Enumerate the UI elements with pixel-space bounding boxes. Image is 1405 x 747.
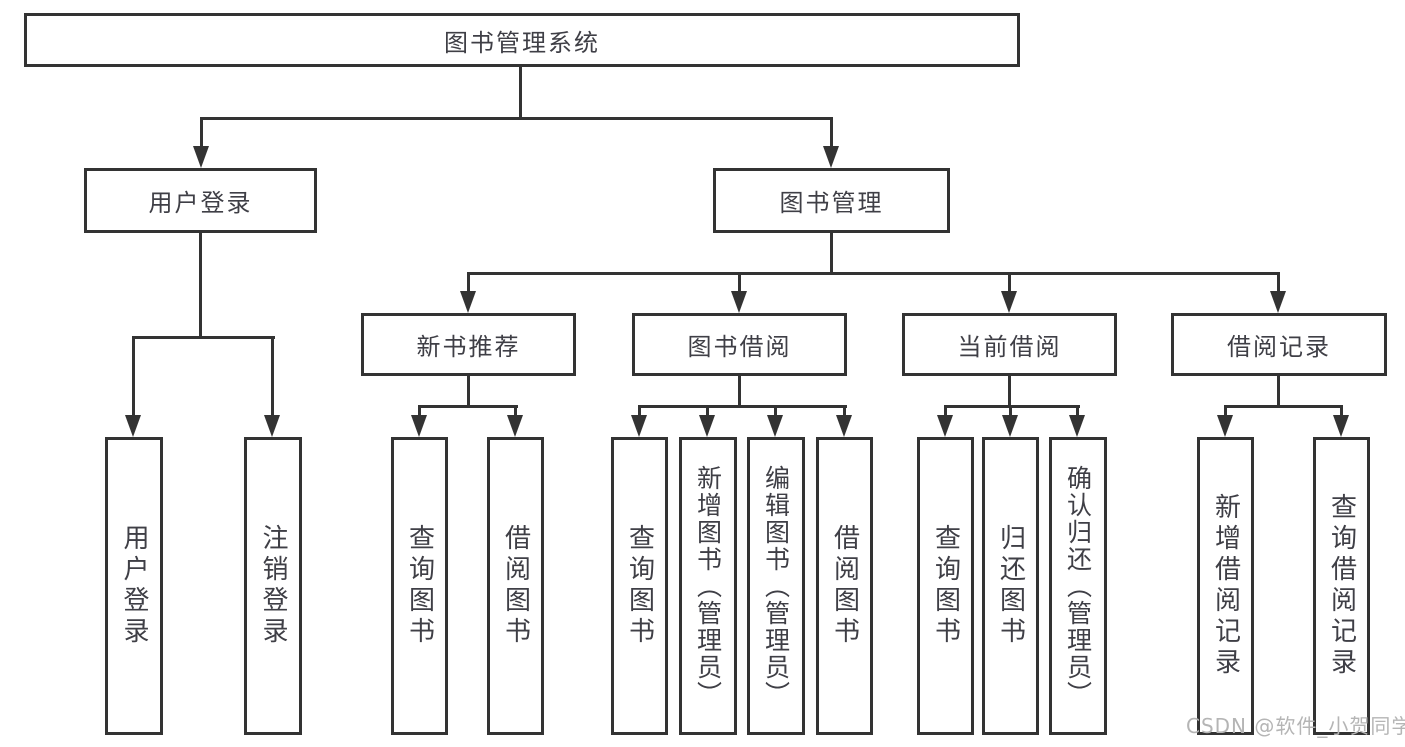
leaf-label: 查询图书 <box>624 524 655 648</box>
arrowhead-down-icon <box>193 146 209 168</box>
leaf-label: 归还图书 <box>995 524 1026 648</box>
node-user-login: 用户登录 <box>84 168 317 233</box>
connector-line <box>738 272 741 294</box>
arrowhead-down-icon <box>823 146 839 168</box>
arrowhead-down-icon <box>731 291 747 313</box>
node-label: 新书推荐 <box>416 333 521 361</box>
arrowhead-down-icon <box>937 415 953 437</box>
csdn-watermark: CSDN @软件_小贺同学 <box>1186 714 1405 738</box>
leaf-label: 查询图书 <box>930 524 961 648</box>
leaf-query-books-borrow: 查询图书 <box>611 437 668 735</box>
connector-line <box>944 405 1080 408</box>
connector-line <box>774 405 777 421</box>
arrowhead-down-icon <box>1270 291 1286 313</box>
node-label: 图书借阅 <box>687 333 792 361</box>
leaf-label: 新增借阅记录 <box>1210 493 1241 679</box>
leaf-borrow-books: 借阅图书 <box>816 437 873 735</box>
node-borrowing-records: 借阅记录 <box>1171 313 1387 376</box>
node-label: 用户登录 <box>148 189 253 217</box>
connector-line <box>200 117 203 153</box>
node-label: 借阅记录 <box>1227 333 1331 361</box>
node-label: 图书管理 <box>779 189 884 217</box>
connector-line <box>738 376 741 408</box>
connector-line <box>830 233 833 275</box>
connector-line <box>132 336 275 339</box>
leaf-logout: 注销登录 <box>244 437 302 735</box>
arrowhead-down-icon <box>264 415 280 437</box>
leaf-label: 查询借阅记录 <box>1326 493 1357 679</box>
node-book-management: 图书管理 <box>713 168 950 233</box>
leaf-edit-books-admin: 编辑图书（管理员） <box>747 437 805 735</box>
arrowhead-down-icon <box>836 415 852 437</box>
leaf-borrow-books-recommend: 借阅图书 <box>487 437 544 735</box>
arrowhead-down-icon <box>1333 415 1349 437</box>
connector-line <box>467 272 470 294</box>
connector-line <box>830 117 833 153</box>
arrowhead-down-icon <box>507 415 523 437</box>
node-new-book-recommendation: 新书推荐 <box>361 313 576 376</box>
leaf-query-books-recommend: 查询图书 <box>391 437 448 735</box>
connector-line <box>1009 405 1012 421</box>
connector-line <box>271 336 274 421</box>
connector-line <box>418 405 518 408</box>
arrowhead-down-icon <box>125 415 141 437</box>
connector-line <box>1224 405 1343 408</box>
leaf-label: 用户登录 <box>119 524 149 648</box>
connector-line <box>467 272 1280 275</box>
leaf-return-books: 归还图书 <box>982 437 1039 735</box>
connector-line <box>638 405 847 408</box>
arrowhead-down-icon <box>1001 291 1017 313</box>
leaf-query-books-current: 查询图书 <box>917 437 974 735</box>
connector-line <box>519 67 522 118</box>
arrowhead-down-icon <box>411 415 427 437</box>
node-label: 图书管理系统 <box>444 28 600 57</box>
arrowhead-down-icon <box>1069 415 1085 437</box>
node-library-management-system: 图书管理系统 <box>24 13 1020 67</box>
node-label: 当前借阅 <box>957 333 1062 361</box>
leaf-label: 注销登录 <box>258 524 288 648</box>
connector-line <box>418 405 421 421</box>
connector-line <box>199 233 202 336</box>
leaf-add-borrow-record: 新增借阅记录 <box>1197 437 1254 735</box>
connector-line <box>1008 376 1011 408</box>
arrowhead-down-icon <box>631 415 647 437</box>
leaf-add-books-admin: 新增图书（管理员） <box>679 437 737 735</box>
arrowhead-down-icon <box>699 415 715 437</box>
arrowhead-down-icon <box>460 291 476 313</box>
leaf-label: 确认归还（管理员） <box>1063 464 1093 708</box>
leaf-query-borrow-record: 查询借阅记录 <box>1313 437 1370 735</box>
connector-line <box>1277 272 1280 294</box>
leaf-label: 编辑图书（管理员） <box>761 464 791 708</box>
arrowhead-down-icon <box>1002 415 1018 437</box>
leaf-user-login: 用户登录 <box>105 437 163 735</box>
node-current-borrowing: 当前借阅 <box>902 313 1117 376</box>
arrowhead-down-icon <box>767 415 783 437</box>
connector-line <box>514 405 517 421</box>
node-book-borrowing: 图书借阅 <box>632 313 847 376</box>
connector-line <box>1340 405 1343 421</box>
leaf-label: 借阅图书 <box>829 524 860 648</box>
leaf-label: 查询图书 <box>404 524 435 648</box>
connector-line <box>944 405 947 421</box>
leaf-confirm-return-admin: 确认归还（管理员） <box>1049 437 1107 735</box>
connector-line <box>132 336 135 421</box>
arrowhead-down-icon <box>1217 415 1233 437</box>
connector-line <box>1224 405 1227 421</box>
connector-line <box>706 405 709 421</box>
connector-line <box>843 405 846 421</box>
connector-line <box>1277 376 1280 408</box>
connector-line <box>467 376 470 408</box>
leaf-label: 借阅图书 <box>500 524 531 648</box>
connector-line <box>1076 405 1079 421</box>
connector-line <box>200 117 833 120</box>
leaf-label: 新增图书（管理员） <box>693 464 723 708</box>
connector-line <box>638 405 641 421</box>
connector-line <box>1008 272 1011 294</box>
